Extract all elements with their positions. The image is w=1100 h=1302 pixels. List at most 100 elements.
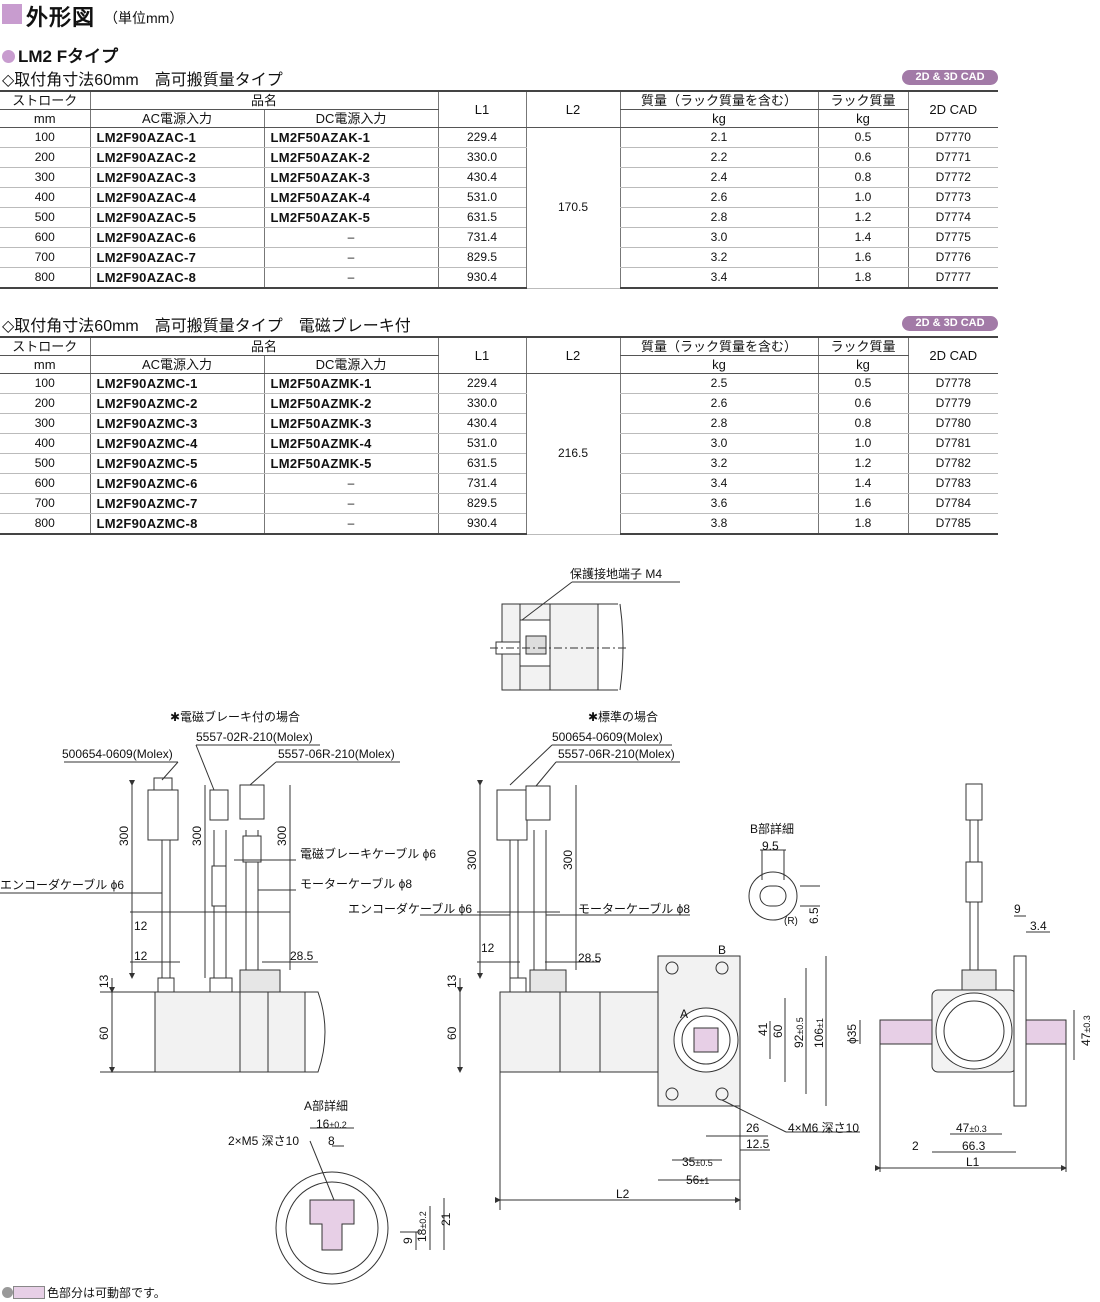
cell-stroke: 700 <box>0 247 90 268</box>
cell-ac-product: LM2F90AZMC-5 <box>89 453 264 474</box>
cell-ac-product: LM2F90AZAC-8 <box>89 267 264 289</box>
bullet-dot-icon <box>2 50 15 63</box>
col-ac: AC電源入力 <box>89 355 264 374</box>
table1-title: ◇取付角寸法60mm 高可搬質量タイプ <box>2 72 283 89</box>
cell-cad[interactable]: D7779 <box>907 393 999 414</box>
cell-dc-product: – <box>263 267 439 289</box>
col-product: 品名 <box>89 336 439 356</box>
cell-stroke: 400 <box>0 187 90 208</box>
dim-60-mid: 60 <box>445 1026 459 1040</box>
cell-cad[interactable]: D7783 <box>907 473 999 494</box>
col-dc: DC電源入力 <box>263 109 439 128</box>
motor-side-view-brake <box>0 744 400 1073</box>
dim-300-std-motor: 300 <box>561 850 575 870</box>
cell-dc-product: LM2F50AZMK-5 <box>263 453 439 474</box>
col-rack: ラック質量 <box>817 90 909 110</box>
cell-rack-mass: 1.2 <box>817 207 909 228</box>
col-rack-unit: kg <box>817 355 909 374</box>
dim-26: 26 <box>746 1121 760 1135</box>
footnote: 色部分は可動部です。 <box>2 1284 166 1301</box>
cell-cad[interactable]: D7774 <box>907 207 999 228</box>
col-dc: DC電源入力 <box>263 355 439 374</box>
cell-cad[interactable]: D7777 <box>907 267 999 289</box>
cell-mass: 3.0 <box>619 227 819 248</box>
cell-mass: 3.4 <box>619 473 819 494</box>
enc-connector-label-std: 500654-0609(Molex) <box>552 730 663 744</box>
cell-ac-product: LM2F90AZAC-7 <box>89 247 264 268</box>
col-mass: 質量（ラック質量を含む） <box>619 90 819 110</box>
cell-l1: 330.0 <box>437 147 527 168</box>
cell-l1: 531.0 <box>437 433 527 454</box>
brake-cable-label: 電磁ブレーキケーブル ϕ6 <box>300 846 436 861</box>
cell-cad[interactable]: D7784 <box>907 493 999 514</box>
cell-rack-mass: 0.5 <box>817 373 909 394</box>
cell-rack-mass: 0.8 <box>817 167 909 188</box>
cell-cad[interactable]: D7771 <box>907 147 999 168</box>
dim-56: 56±1 <box>686 1173 709 1187</box>
dim-21: 21 <box>439 1212 453 1226</box>
cell-cad[interactable]: D7776 <box>907 247 999 268</box>
dim-300-motor: 300 <box>275 826 289 846</box>
dim-2: 2 <box>912 1139 919 1153</box>
cell-stroke: 500 <box>0 453 90 474</box>
cell-cad[interactable]: D7770 <box>907 127 999 148</box>
dim-12-b: 12 <box>134 949 148 963</box>
dim-28-5-mid: 28.5 <box>578 951 602 965</box>
cell-mass: 2.6 <box>619 187 819 208</box>
cell-cad[interactable]: D7785 <box>907 513 999 535</box>
cell-l1: 930.4 <box>437 513 527 535</box>
cad-badge-1[interactable]: 2D & 3D CAD <box>902 70 998 85</box>
dim-60-act: 60 <box>771 1024 785 1038</box>
cell-rack-mass: 0.8 <box>817 413 909 434</box>
cell-ac-product: LM2F90AZMC-4 <box>89 433 264 454</box>
cell-cad[interactable]: D7780 <box>907 413 999 434</box>
cell-cad[interactable]: D7782 <box>907 453 999 474</box>
cell-cad[interactable]: D7772 <box>907 167 999 188</box>
detail-b-view <box>748 849 820 921</box>
cell-stroke: 100 <box>0 127 90 148</box>
cell-dc-product: – <box>263 227 439 248</box>
dim-106: 106±1 <box>812 1018 826 1048</box>
cell-rack-mass: 1.4 <box>817 473 909 494</box>
detail-a-view <box>275 1127 445 1285</box>
motor-cable-label-std: モーターケーブル ϕ8 <box>578 901 690 916</box>
col-mass-unit: kg <box>619 109 819 128</box>
cell-stroke: 800 <box>0 267 90 289</box>
dim-47-vertical: 47±0.3 <box>1079 1015 1093 1046</box>
cell-cad[interactable]: D7781 <box>907 433 999 454</box>
cell-stroke: 500 <box>0 207 90 228</box>
cell-dc-product: – <box>263 513 439 535</box>
dim-18: 18±0.2 <box>415 1211 429 1242</box>
cell-l2: 216.5 <box>525 373 621 535</box>
tap-a-label: 2×M5 深さ10 <box>228 1134 299 1148</box>
dim-60-left: 60 <box>97 1026 111 1040</box>
cell-mass: 3.4 <box>619 267 819 289</box>
cell-rack-mass: 0.6 <box>817 393 909 414</box>
cell-mass: 2.4 <box>619 167 819 188</box>
dim-35: 35±0.5 <box>682 1155 713 1169</box>
cell-cad[interactable]: D7773 <box>907 187 999 208</box>
tap-b-label: 4×M6 深さ10 <box>788 1121 859 1135</box>
cell-cad[interactable]: D7778 <box>907 373 999 394</box>
cell-stroke: 700 <box>0 493 90 514</box>
cad-badge-2[interactable]: 2D & 3D CAD <box>902 316 998 331</box>
cell-l1: 631.5 <box>437 453 527 474</box>
cell-mass: 3.2 <box>619 453 819 474</box>
cell-mass: 3.8 <box>619 513 819 535</box>
col-mass: 質量（ラック質量を含む） <box>619 336 819 356</box>
cell-cad[interactable]: D7775 <box>907 227 999 248</box>
cell-ac-product: LM2F90AZAC-6 <box>89 227 264 248</box>
cell-rack-mass: 1.8 <box>817 267 909 289</box>
cell-dc-product: LM2F50AZAK-2 <box>263 147 439 168</box>
cell-rack-mass: 1.0 <box>817 433 909 454</box>
